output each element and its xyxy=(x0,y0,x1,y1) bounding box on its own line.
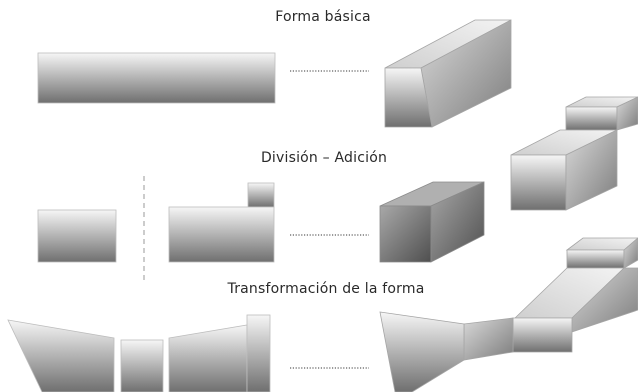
basic-bar-front xyxy=(37,52,276,104)
title-division-addition: División – Adición xyxy=(260,150,388,166)
transformed-shape-3d xyxy=(379,237,638,392)
addition-block xyxy=(168,182,275,263)
title-basic-form: Forma básica xyxy=(275,9,371,25)
division-prism-3d xyxy=(379,181,485,263)
division-block-left xyxy=(37,209,117,263)
title-shape-transformation: Transformación de la forma xyxy=(227,281,425,297)
basic-prism-3d xyxy=(384,19,512,128)
stepped-block-3d xyxy=(510,96,638,211)
transformation-pieces xyxy=(7,314,271,392)
